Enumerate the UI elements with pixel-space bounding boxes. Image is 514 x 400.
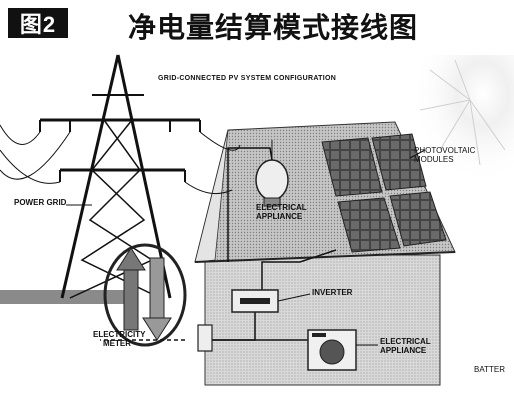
diagram-heading: GRID-CONNECTED PV SYSTEM CONFIGURATION [158, 75, 337, 82]
label-inverter: INVERTER [312, 288, 353, 297]
figure-title: 净电量结算模式接线图 [128, 11, 419, 44]
label-appliance-roof-line2: APPLIANCE [256, 212, 303, 221]
meter-box [197, 324, 213, 352]
bulb-icon [255, 140, 289, 207]
appliance-icon [307, 329, 378, 371]
label-meter-line1: ELECTRICITY [93, 330, 146, 339]
ground-cable [0, 290, 135, 304]
solar-panel-icon [321, 133, 447, 253]
label-power-grid: POWER GRID [14, 198, 67, 207]
wiring [100, 147, 337, 341]
label-meter-line2: METER [103, 339, 131, 348]
figure-number-badge: 图2 [8, 8, 68, 38]
pv-pointer [409, 149, 426, 159]
label-appliance-room-line2: APPLIANCE [380, 346, 427, 355]
sun-icon [410, 55, 514, 185]
label-pv-line2: MODULES [414, 155, 454, 164]
label-appliance-roof-line1: ELECTRICAL [256, 203, 307, 212]
meter-icon [103, 243, 187, 347]
label-pv-line1: PHOTOVOLTAIC [414, 146, 476, 155]
label-battery: BATTER [474, 365, 505, 374]
label-appliance-room-line1: ELECTRICAL [380, 337, 431, 346]
inverter-icon [231, 289, 311, 313]
